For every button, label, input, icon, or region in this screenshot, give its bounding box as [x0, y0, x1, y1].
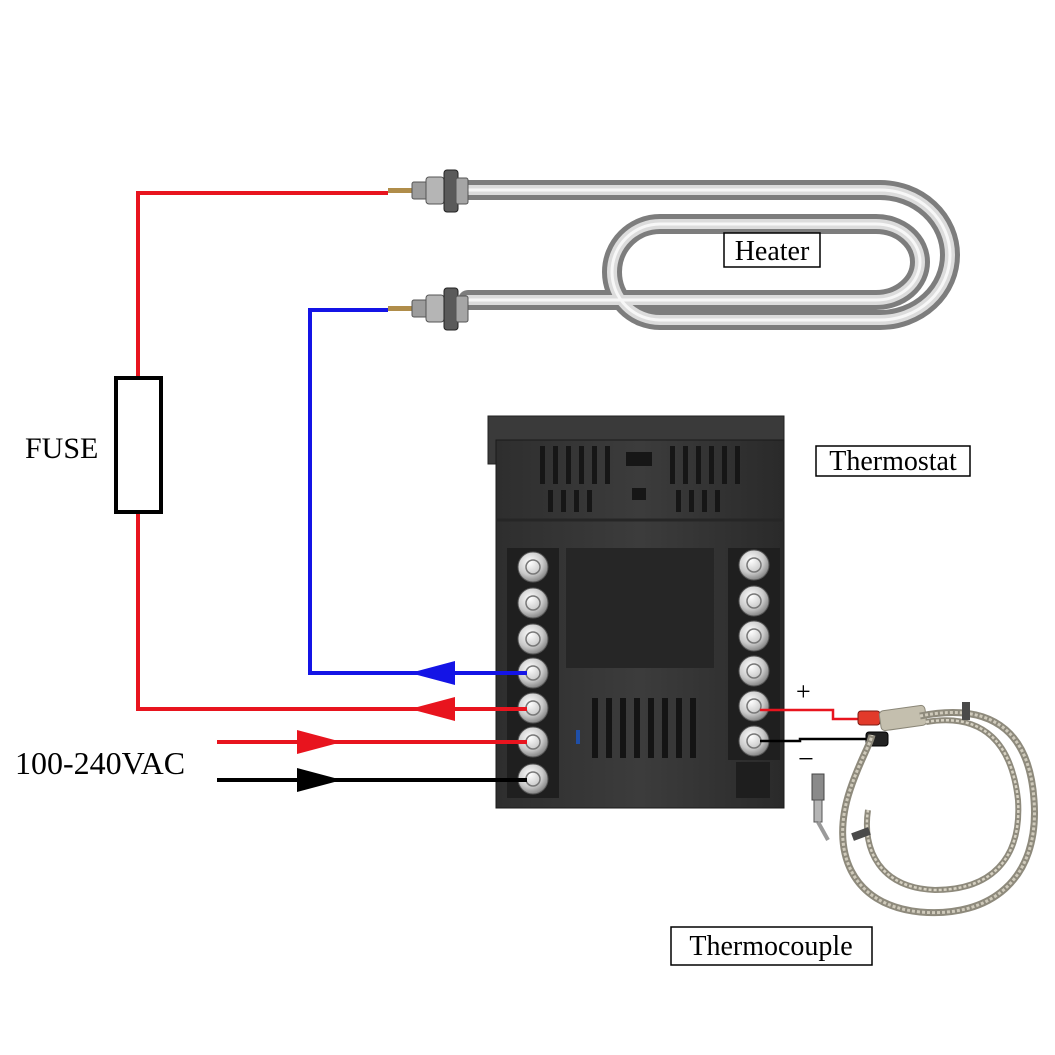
- thermocouple-label: Thermocouple: [670, 926, 873, 966]
- live-wire: [136, 191, 527, 721]
- rear-vents: [592, 698, 696, 758]
- terminal-screw: [517, 551, 549, 583]
- return-wire-path: [308, 308, 527, 675]
- heater-label-text: Heater: [735, 236, 810, 267]
- thermostat-controller: [487, 415, 785, 809]
- return-wire: [308, 308, 527, 685]
- fuse-body: [114, 376, 163, 514]
- top-vents: [540, 446, 740, 512]
- thermostat-label: Thermostat: [815, 445, 971, 477]
- heater-terminal-bottom: [388, 287, 469, 331]
- supply-neutral-wire: [217, 768, 527, 792]
- terminal-screw: [738, 620, 770, 652]
- live-wire-path: [136, 191, 388, 378]
- arrow-left-icon: [410, 697, 455, 721]
- terminal-screw: [738, 690, 770, 722]
- right-terminal-screws: [738, 549, 770, 757]
- live-wire-path-lower: [136, 512, 527, 711]
- arrow-left-icon: [410, 661, 455, 685]
- terminal-screw: [517, 657, 549, 689]
- supply-voltage-label: 100-240VAC: [15, 745, 185, 781]
- thermocouple-negative-wire: [760, 737, 870, 743]
- thermocouple: + −: [760, 677, 1038, 917]
- heater-terminal-top: [388, 169, 469, 213]
- arrow-right-icon: [297, 730, 342, 754]
- heater-label: Heater: [723, 232, 821, 268]
- supply-live-wire: [217, 730, 527, 754]
- positive-polarity-label: +: [796, 677, 811, 706]
- thermostat-label-text: Thermostat: [829, 446, 957, 477]
- thermocouple-label-text: Thermocouple: [689, 931, 852, 962]
- terminal-screw: [738, 655, 770, 687]
- heater-element: [388, 169, 960, 331]
- fuse-label: FUSE: [25, 432, 98, 465]
- terminal-screw: [517, 623, 549, 655]
- terminal-screw: [517, 587, 549, 619]
- thermocouple-positive-wire: [760, 708, 862, 721]
- terminal-screw: [738, 549, 770, 581]
- thermocouple-probe-tip: [811, 773, 830, 841]
- terminal-screw: [738, 585, 770, 617]
- arrow-right-icon: [297, 768, 342, 792]
- fuse: [114, 376, 163, 514]
- left-terminal-screws: [517, 551, 549, 795]
- negative-polarity-label: −: [798, 744, 814, 775]
